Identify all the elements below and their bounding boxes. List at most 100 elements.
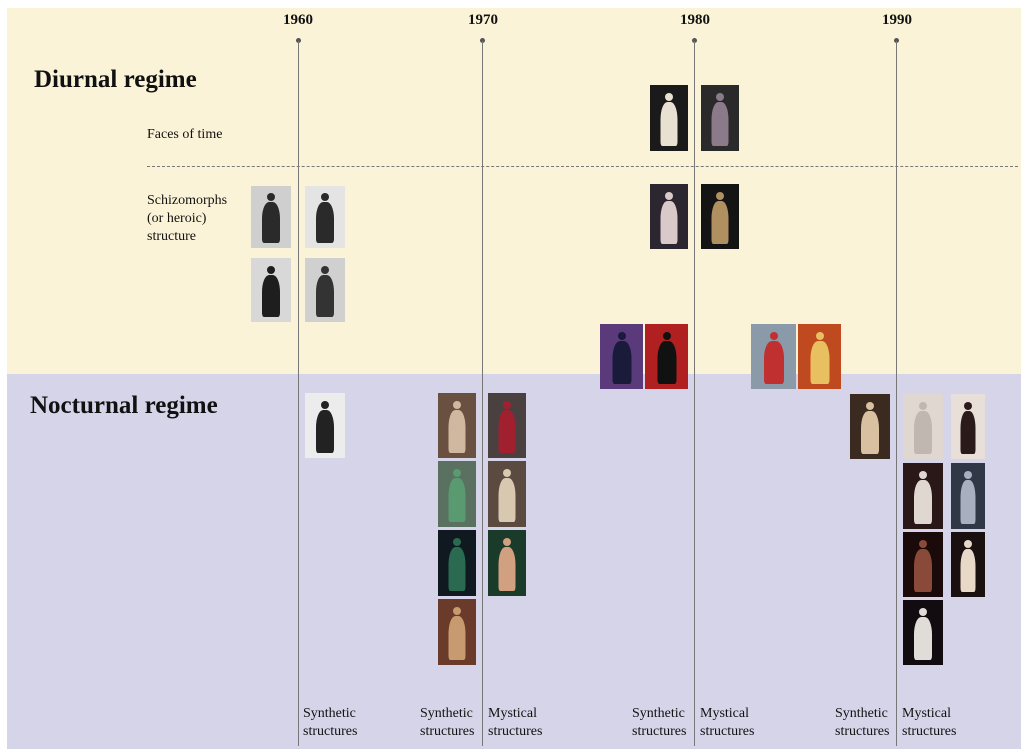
- fashion-photo-thumbnail: [438, 393, 476, 458]
- fashion-photo-thumbnail: [650, 184, 688, 249]
- structure-label: Synthetic structures: [835, 705, 889, 741]
- fashion-photo-thumbnail: [488, 461, 526, 527]
- model-head-shape: [503, 469, 511, 477]
- model-figure-shape: [448, 547, 466, 591]
- model-head-shape: [453, 469, 461, 477]
- structure-label: Synthetic structures: [303, 705, 357, 741]
- structure-type: Mystical: [902, 706, 951, 721]
- structure-label: Mystical structures: [488, 705, 542, 741]
- structure-label: Synthetic structures: [632, 705, 686, 741]
- model-head-shape: [321, 401, 329, 409]
- structure-word: structures: [835, 724, 890, 739]
- model-figure-shape: [657, 341, 676, 384]
- fashion-photo-thumbnail: [645, 324, 688, 389]
- timeline-line-1980: [694, 41, 695, 746]
- model-figure-shape: [448, 478, 466, 522]
- model-figure-shape: [448, 616, 466, 660]
- year-label-1980: 1980: [680, 12, 710, 28]
- model-head-shape: [665, 93, 673, 101]
- fashion-photo-thumbnail: [903, 394, 943, 459]
- structure-type: Synthetic: [303, 706, 356, 721]
- model-figure-shape: [711, 102, 729, 146]
- model-figure-shape: [861, 411, 879, 454]
- structure-word: structures: [420, 724, 475, 739]
- model-head-shape: [919, 608, 927, 616]
- model-figure-shape: [262, 202, 280, 243]
- model-figure-shape: [262, 275, 280, 317]
- model-head-shape: [665, 192, 673, 200]
- structure-type: Synthetic: [632, 706, 685, 721]
- fashion-photo-thumbnail: [903, 532, 943, 597]
- row-divider: [147, 166, 1018, 167]
- diurnal-regime-title: Diurnal regime: [34, 66, 197, 93]
- model-head-shape: [964, 540, 972, 548]
- model-figure-shape: [316, 275, 334, 317]
- model-head-shape: [267, 266, 275, 274]
- model-head-shape: [503, 401, 511, 409]
- model-figure-shape: [448, 410, 466, 453]
- fashion-photo-thumbnail: [488, 530, 526, 596]
- structure-word: structures: [632, 724, 687, 739]
- structure-label: Mystical structures: [902, 705, 956, 741]
- year-label-1960: 1960: [283, 12, 313, 28]
- fashion-photo-thumbnail: [438, 530, 476, 596]
- structure-word: structures: [488, 724, 543, 739]
- model-figure-shape: [914, 549, 932, 592]
- fashion-photo-thumbnail: [600, 324, 643, 389]
- fashion-photo-thumbnail: [751, 324, 796, 389]
- fashion-photo-thumbnail: [438, 599, 476, 665]
- fashion-photo-thumbnail: [951, 532, 985, 597]
- schizomorphs-label-line1: Schizomorphs: [147, 193, 228, 208]
- fashion-photo-thumbnail: [701, 85, 739, 151]
- fashion-photo-thumbnail: [850, 394, 890, 459]
- structure-type: Synthetic: [420, 706, 473, 721]
- model-head-shape: [919, 540, 927, 548]
- model-head-shape: [453, 607, 461, 615]
- timeline-line-1970: [482, 41, 483, 746]
- model-head-shape: [716, 192, 724, 200]
- fashion-photo-thumbnail: [951, 394, 985, 459]
- faces-of-time-label: Faces of time: [147, 127, 223, 142]
- structure-word: structures: [902, 724, 957, 739]
- year-marker-1990: [894, 38, 899, 43]
- diurnal-regime-band: [7, 8, 1021, 374]
- model-figure-shape: [498, 410, 516, 453]
- model-figure-shape: [914, 617, 932, 660]
- model-figure-shape: [316, 410, 334, 453]
- fashion-photo-thumbnail: [798, 324, 841, 389]
- model-figure-shape: [316, 202, 334, 243]
- schizomorphs-label: Schizomorphs (or heroic) structure: [147, 192, 227, 246]
- nocturnal-regime-title: Nocturnal regime: [30, 392, 218, 419]
- model-figure-shape: [498, 547, 516, 591]
- model-head-shape: [267, 193, 275, 201]
- structure-word: structures: [700, 724, 755, 739]
- fashion-photo-thumbnail: [438, 461, 476, 527]
- structure-word: structures: [303, 724, 358, 739]
- fashion-photo-thumbnail: [903, 600, 943, 665]
- structure-label: Synthetic structures: [420, 705, 474, 741]
- model-figure-shape: [810, 341, 829, 384]
- model-figure-shape: [960, 480, 976, 524]
- fashion-photo-thumbnail: [305, 186, 345, 248]
- fashion-photo-thumbnail: [251, 258, 291, 322]
- model-figure-shape: [763, 341, 784, 384]
- year-label-1990: 1990: [882, 12, 912, 28]
- model-head-shape: [503, 538, 511, 546]
- timeline-line-1960: [298, 41, 299, 746]
- fashion-photo-thumbnail: [251, 186, 291, 248]
- structure-type: Mystical: [488, 706, 537, 721]
- fashion-photo-thumbnail: [903, 463, 943, 529]
- model-head-shape: [964, 471, 972, 479]
- year-label-1970: 1970: [468, 12, 498, 28]
- model-head-shape: [662, 332, 671, 340]
- fashion-photo-thumbnail: [701, 184, 739, 249]
- model-head-shape: [919, 471, 927, 479]
- model-figure-shape: [960, 549, 976, 592]
- model-figure-shape: [914, 480, 932, 524]
- model-figure-shape: [914, 411, 932, 454]
- model-figure-shape: [612, 341, 631, 384]
- structure-label: Mystical structures: [700, 705, 754, 741]
- model-figure-shape: [660, 201, 678, 244]
- model-figure-shape: [711, 201, 729, 244]
- model-head-shape: [453, 401, 461, 409]
